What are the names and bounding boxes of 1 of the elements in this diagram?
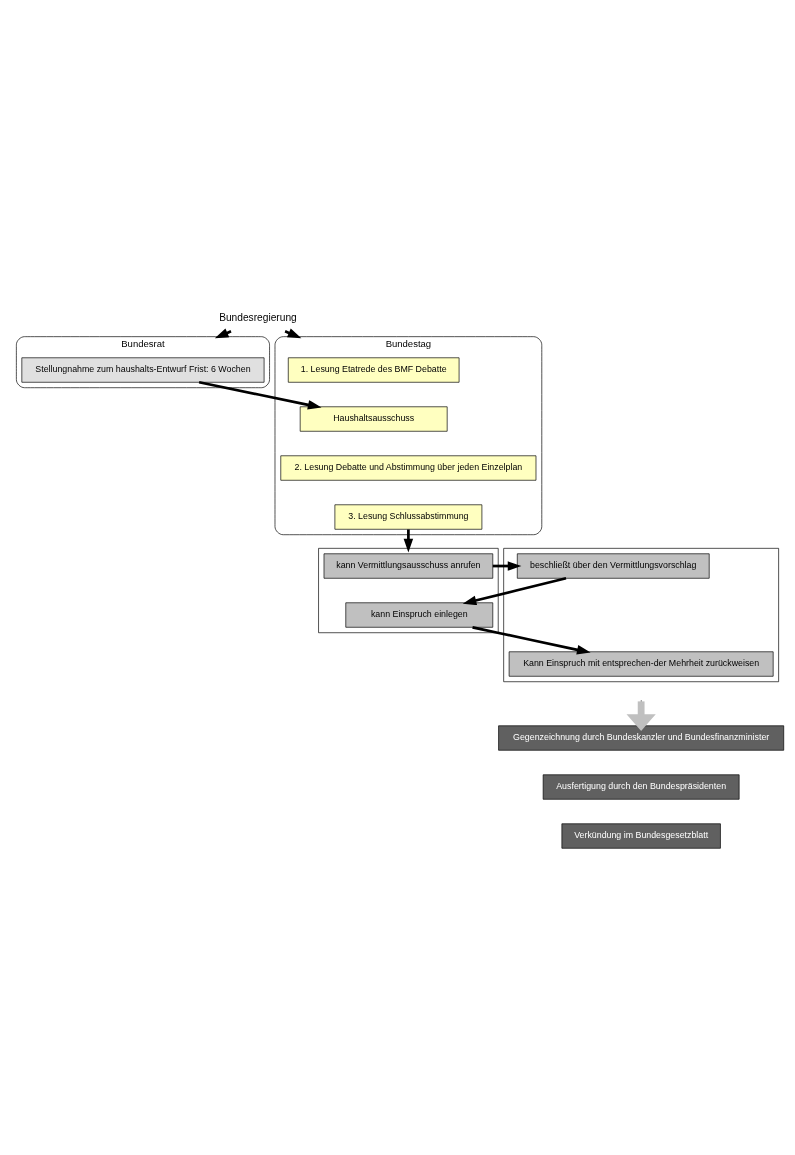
node-text: Bundesregierung [219, 312, 297, 324]
